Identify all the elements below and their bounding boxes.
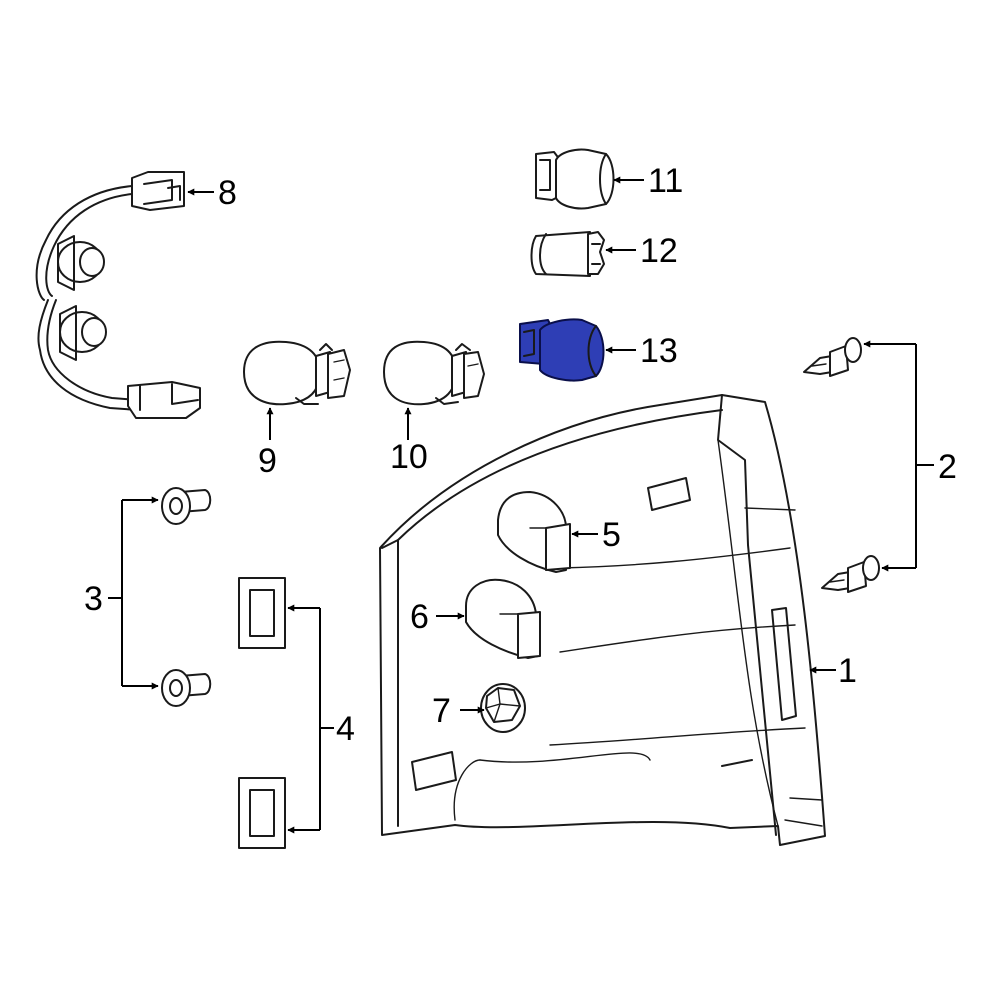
rivet-upper[interactable] bbox=[161, 487, 212, 525]
callout-2: 2 bbox=[938, 448, 957, 486]
callout-11: 11 bbox=[648, 162, 683, 200]
callout-1: 1 bbox=[838, 652, 857, 690]
rivet-lower[interactable] bbox=[161, 669, 212, 707]
callout-3: 3 bbox=[84, 580, 103, 618]
bulb-10[interactable] bbox=[383, 340, 485, 406]
callout-7: 7 bbox=[432, 692, 451, 730]
gasket-lower[interactable] bbox=[238, 777, 286, 849]
bulb-9[interactable] bbox=[243, 340, 351, 406]
bulb-11[interactable] bbox=[535, 148, 615, 210]
bulb-socket-upper[interactable] bbox=[497, 491, 571, 573]
push-pin-fastener-lower[interactable] bbox=[821, 555, 880, 593]
bulb-12[interactable] bbox=[530, 231, 605, 277]
callout-4: 4 bbox=[336, 710, 355, 748]
callout-13: 13 bbox=[640, 332, 678, 370]
wiring-harness[interactable] bbox=[35, 171, 201, 419]
callout-6: 6 bbox=[410, 598, 429, 636]
bulb-13-highlighted[interactable] bbox=[519, 318, 605, 382]
callout-labels: 1 2 3 4 5 6 7 8 9 10 11 12 13 bbox=[84, 162, 957, 748]
push-pin-fastener-upper[interactable] bbox=[803, 337, 862, 377]
callout-leaders bbox=[108, 176, 934, 834]
callout-12: 12 bbox=[640, 232, 678, 270]
callout-10: 10 bbox=[390, 438, 428, 476]
gasket-upper[interactable] bbox=[238, 577, 286, 649]
callout-5: 5 bbox=[602, 516, 621, 554]
hex-bolt[interactable] bbox=[480, 683, 526, 733]
bulb-socket-middle[interactable] bbox=[465, 578, 541, 659]
callout-8: 8 bbox=[218, 174, 237, 212]
tail-lamp-housing[interactable] bbox=[379, 394, 826, 846]
callout-9: 9 bbox=[258, 442, 277, 480]
